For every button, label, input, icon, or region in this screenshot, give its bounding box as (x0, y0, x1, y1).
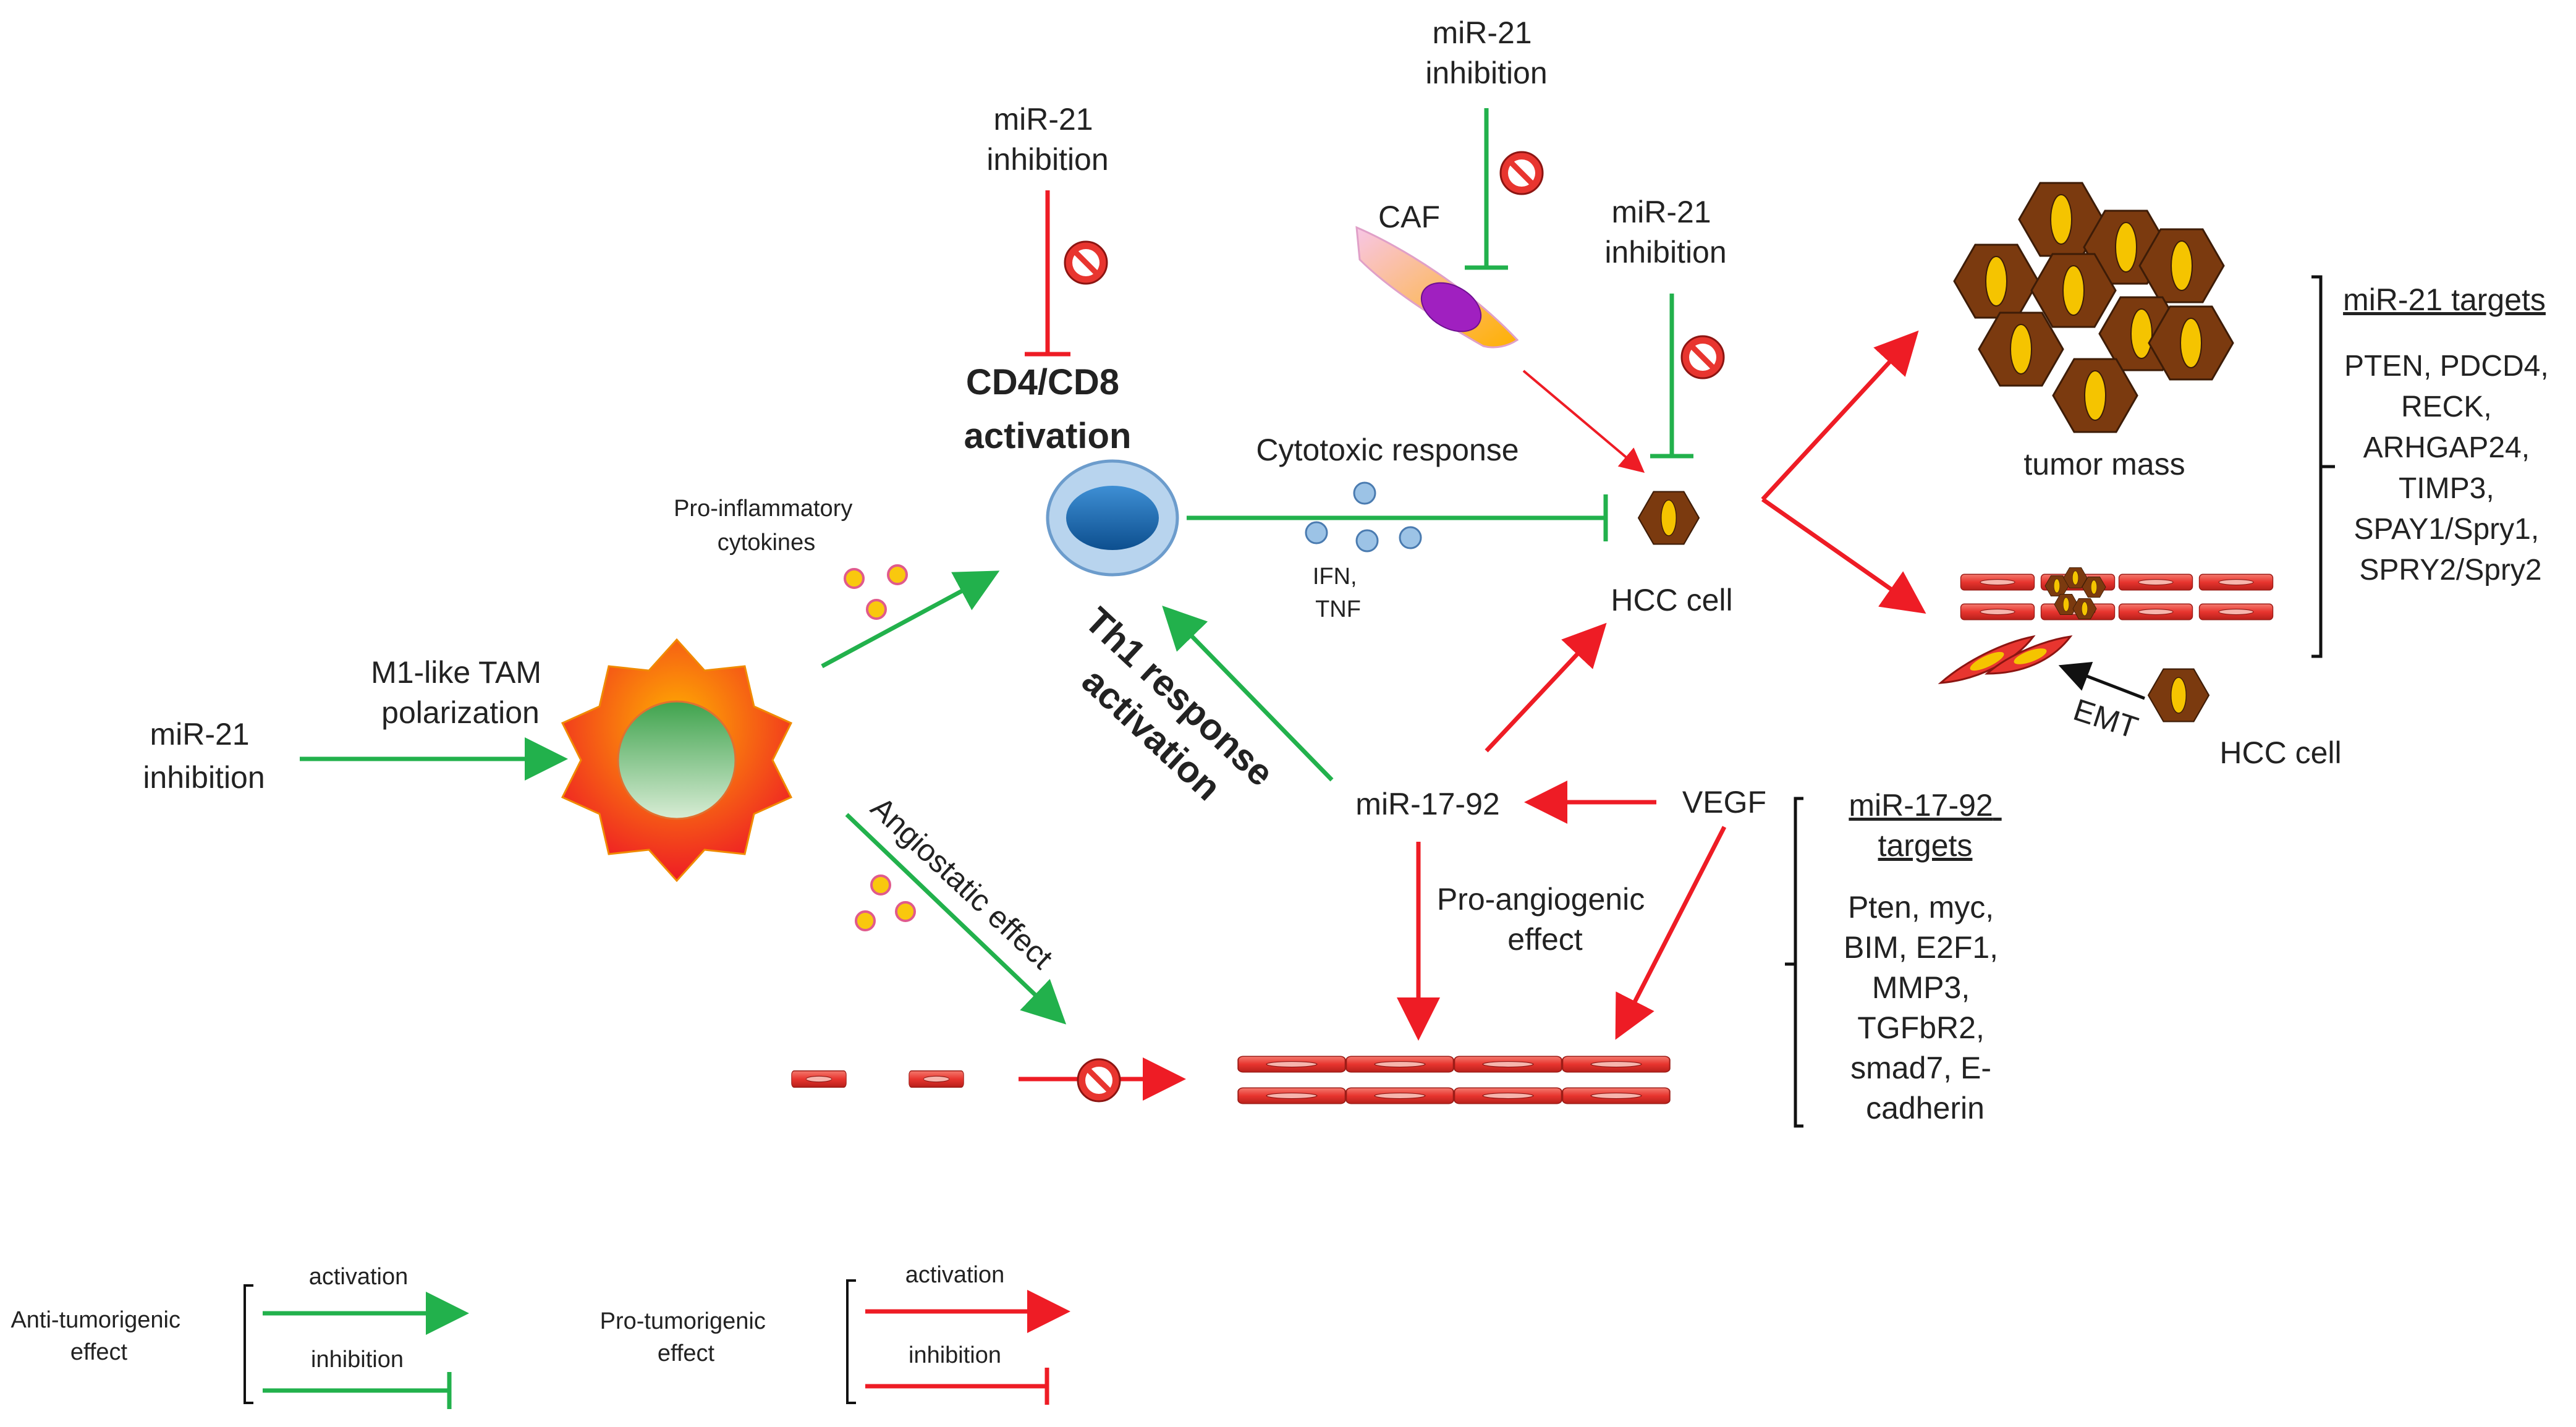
legend-pro-activation-label: activation (905, 1262, 1005, 1288)
mir1792-label: miR-17-92 (1355, 787, 1499, 821)
cytokine-dot-icon (1305, 521, 1328, 544)
legend: Anti-tumorigenic effect activation inhib… (11, 1262, 1070, 1409)
cytokine-dot-icon (855, 910, 876, 931)
mir21-targets-header: miR-21 targets (2343, 282, 2546, 317)
vessel-icon (791, 1070, 964, 1088)
tumor-mass-label: tumor mass (2023, 447, 2185, 481)
legend-anti-activation-label: activation (309, 1264, 409, 1290)
th1-label: Th1 response activation (1046, 599, 1289, 835)
legend-pro-inhibition-label: inhibition (909, 1342, 1001, 1368)
macrophage-icon (561, 638, 793, 883)
arrow-hcc-to-tumor (1761, 330, 1919, 501)
hcc-cell-label-right: HCC cell (2219, 735, 2341, 770)
no-sign-icon (1078, 1059, 1120, 1101)
arrow-caf-to-hcc (1522, 370, 1645, 473)
mir1792-targets-list: Pten, myc, BIM, E2F1, MMP3, TGFbR2, smad… (1844, 890, 2007, 1125)
legend-anti-inhibition-label: inhibition (311, 1347, 404, 1373)
legend-pro-bracket (846, 1279, 856, 1404)
cytokine-dot-icon (1399, 526, 1422, 549)
arrow-tam-to-cd4 (821, 570, 1000, 669)
cytokine-dot-icon (887, 564, 908, 585)
tumor-mass-icon (1953, 182, 2234, 433)
caf-cell-icon (1355, 226, 1519, 349)
caf-label: CAF (1378, 200, 1440, 234)
legend-pro-title: Pro-tumorigenic effect (600, 1308, 773, 1366)
emt-cells-icon (1938, 635, 2073, 684)
bracket-mir21-targets (2311, 275, 2335, 658)
t-cell-icon (1046, 459, 1179, 577)
no-sign-icon (1501, 152, 1543, 194)
vessel-icon (1237, 1056, 1671, 1104)
vegf-label: VEGF (1682, 785, 1766, 819)
cytokine-dot-icon (1355, 529, 1379, 553)
arrow-vegf-to-vessel (1615, 826, 1727, 1040)
cytokine-dot-icon (1353, 481, 1376, 505)
arrow-mir1792-to-th1 (1162, 605, 1334, 782)
angiostatic-label: Angiostatic effect (864, 790, 1059, 976)
no-sign-icon (1065, 242, 1107, 284)
cd4-cd8-label: CD4/CD8 activation (964, 362, 1132, 456)
legend-anti-bracket (244, 1284, 253, 1404)
arrow-emt (2058, 662, 2145, 700)
no-sign-icon (1682, 336, 1724, 378)
hcc-cell-icon (1637, 491, 1700, 545)
m1-tam-label: M1-like TAM polarization (371, 655, 550, 730)
bracket-mir1792-targets (1785, 797, 1803, 1128)
cytotoxic-label: Cytotoxic response (1256, 433, 1519, 467)
pro-angiogenic-label: Pro-angiogenic effect (1437, 882, 1653, 957)
mir1792-targets-header: miR-17-92 targets (1849, 788, 2001, 863)
mir21-inhibition-label-caf: miR-21 inhibition (1425, 15, 1547, 90)
arrow-mir1792-to-hcc (1485, 622, 1607, 753)
pro-inflammatory-label: Pro-inflammatory cytokines (674, 496, 859, 556)
mir21-inhibition-label-hcc: miR-21 inhibition (1604, 195, 1726, 269)
hcc-cell-icon (2147, 668, 2210, 722)
arrow-tam-angiostatic (845, 813, 1067, 1025)
arrow-hcc-to-vessel (1761, 498, 1926, 614)
ifn-tnf-label: IFN, TNF (1313, 564, 1363, 622)
cytokine-dot-icon (866, 599, 887, 620)
cytokine-dot-icon (895, 901, 916, 922)
cytokine-dot-icon (844, 568, 865, 589)
vessel-icon (1960, 574, 2274, 620)
mir21-inhibition-label-left: miR-21 inhibition (143, 717, 265, 795)
emt-label: EMT (2069, 692, 2142, 745)
mir21-inhibition-label-cd4: miR-21 inhibition (986, 102, 1108, 177)
mir21-targets-list: PTEN, PDCD4, RECK, ARHGAP24, TIMP3, SPAY… (2344, 350, 2557, 586)
hcc-cell-label-center: HCC cell (1611, 583, 1732, 617)
cytokine-dot-icon (870, 874, 891, 896)
legend-anti-title: Anti-tumorigenic effect (11, 1307, 187, 1365)
